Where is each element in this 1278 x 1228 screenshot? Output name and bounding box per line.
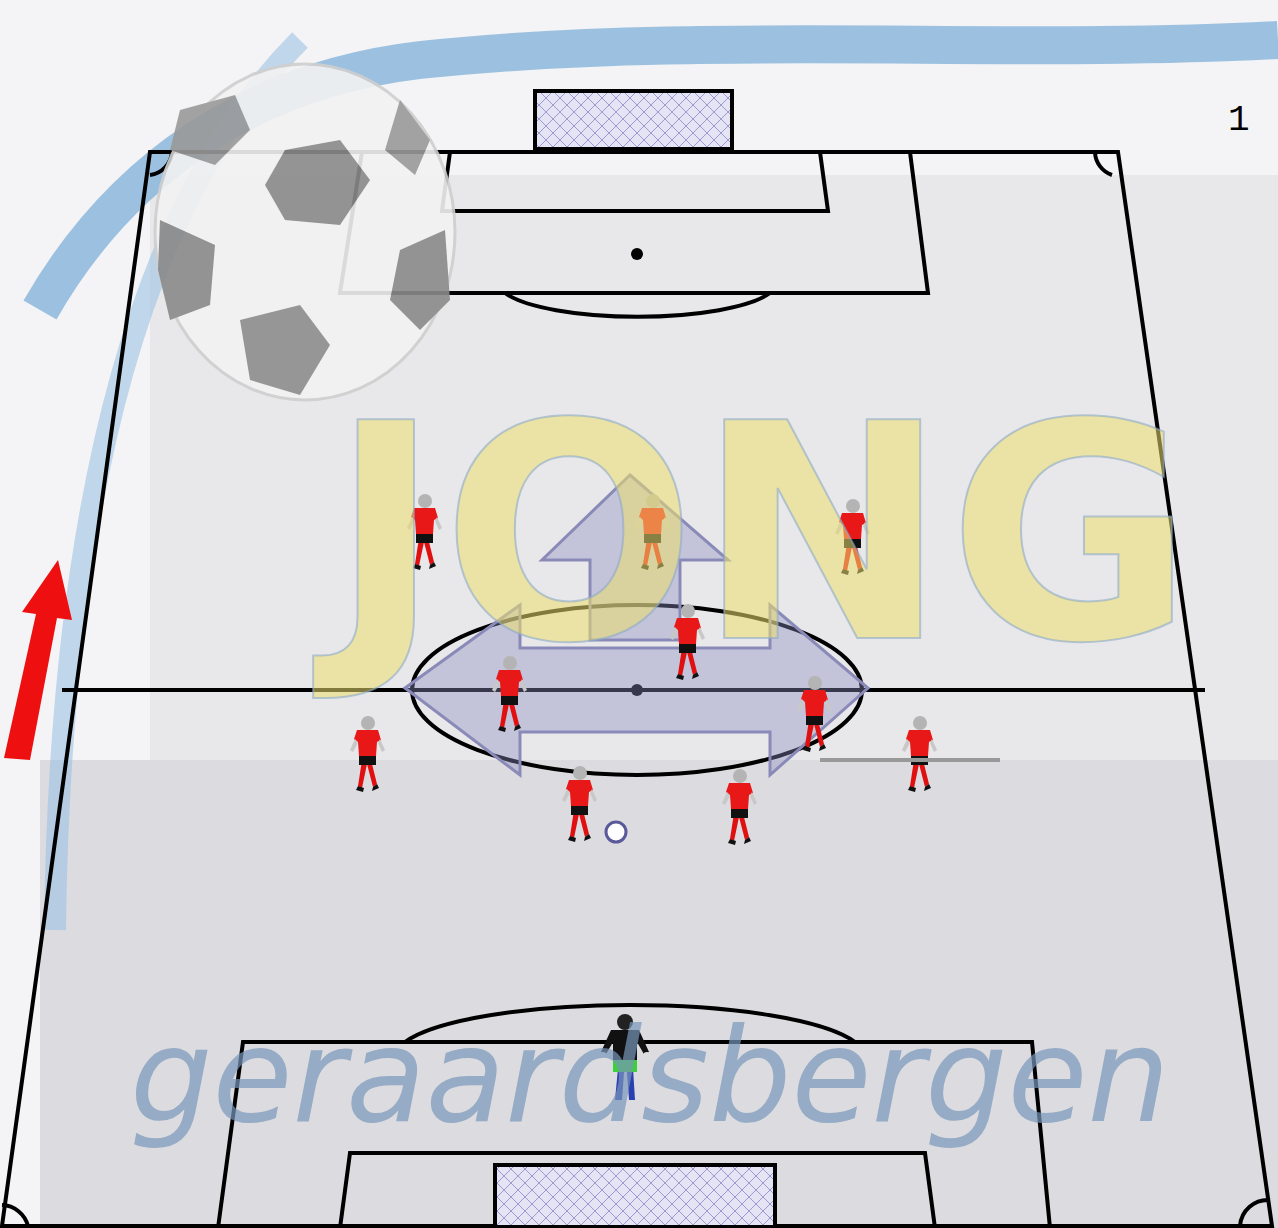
ball — [606, 822, 626, 842]
page-number: 1 — [1228, 100, 1250, 141]
direction-arrow — [4, 560, 72, 760]
watermark-club: geraardsbergen — [130, 1000, 1170, 1152]
ball-decoration — [155, 64, 455, 400]
watermark-jong: JONG — [330, 360, 1194, 709]
